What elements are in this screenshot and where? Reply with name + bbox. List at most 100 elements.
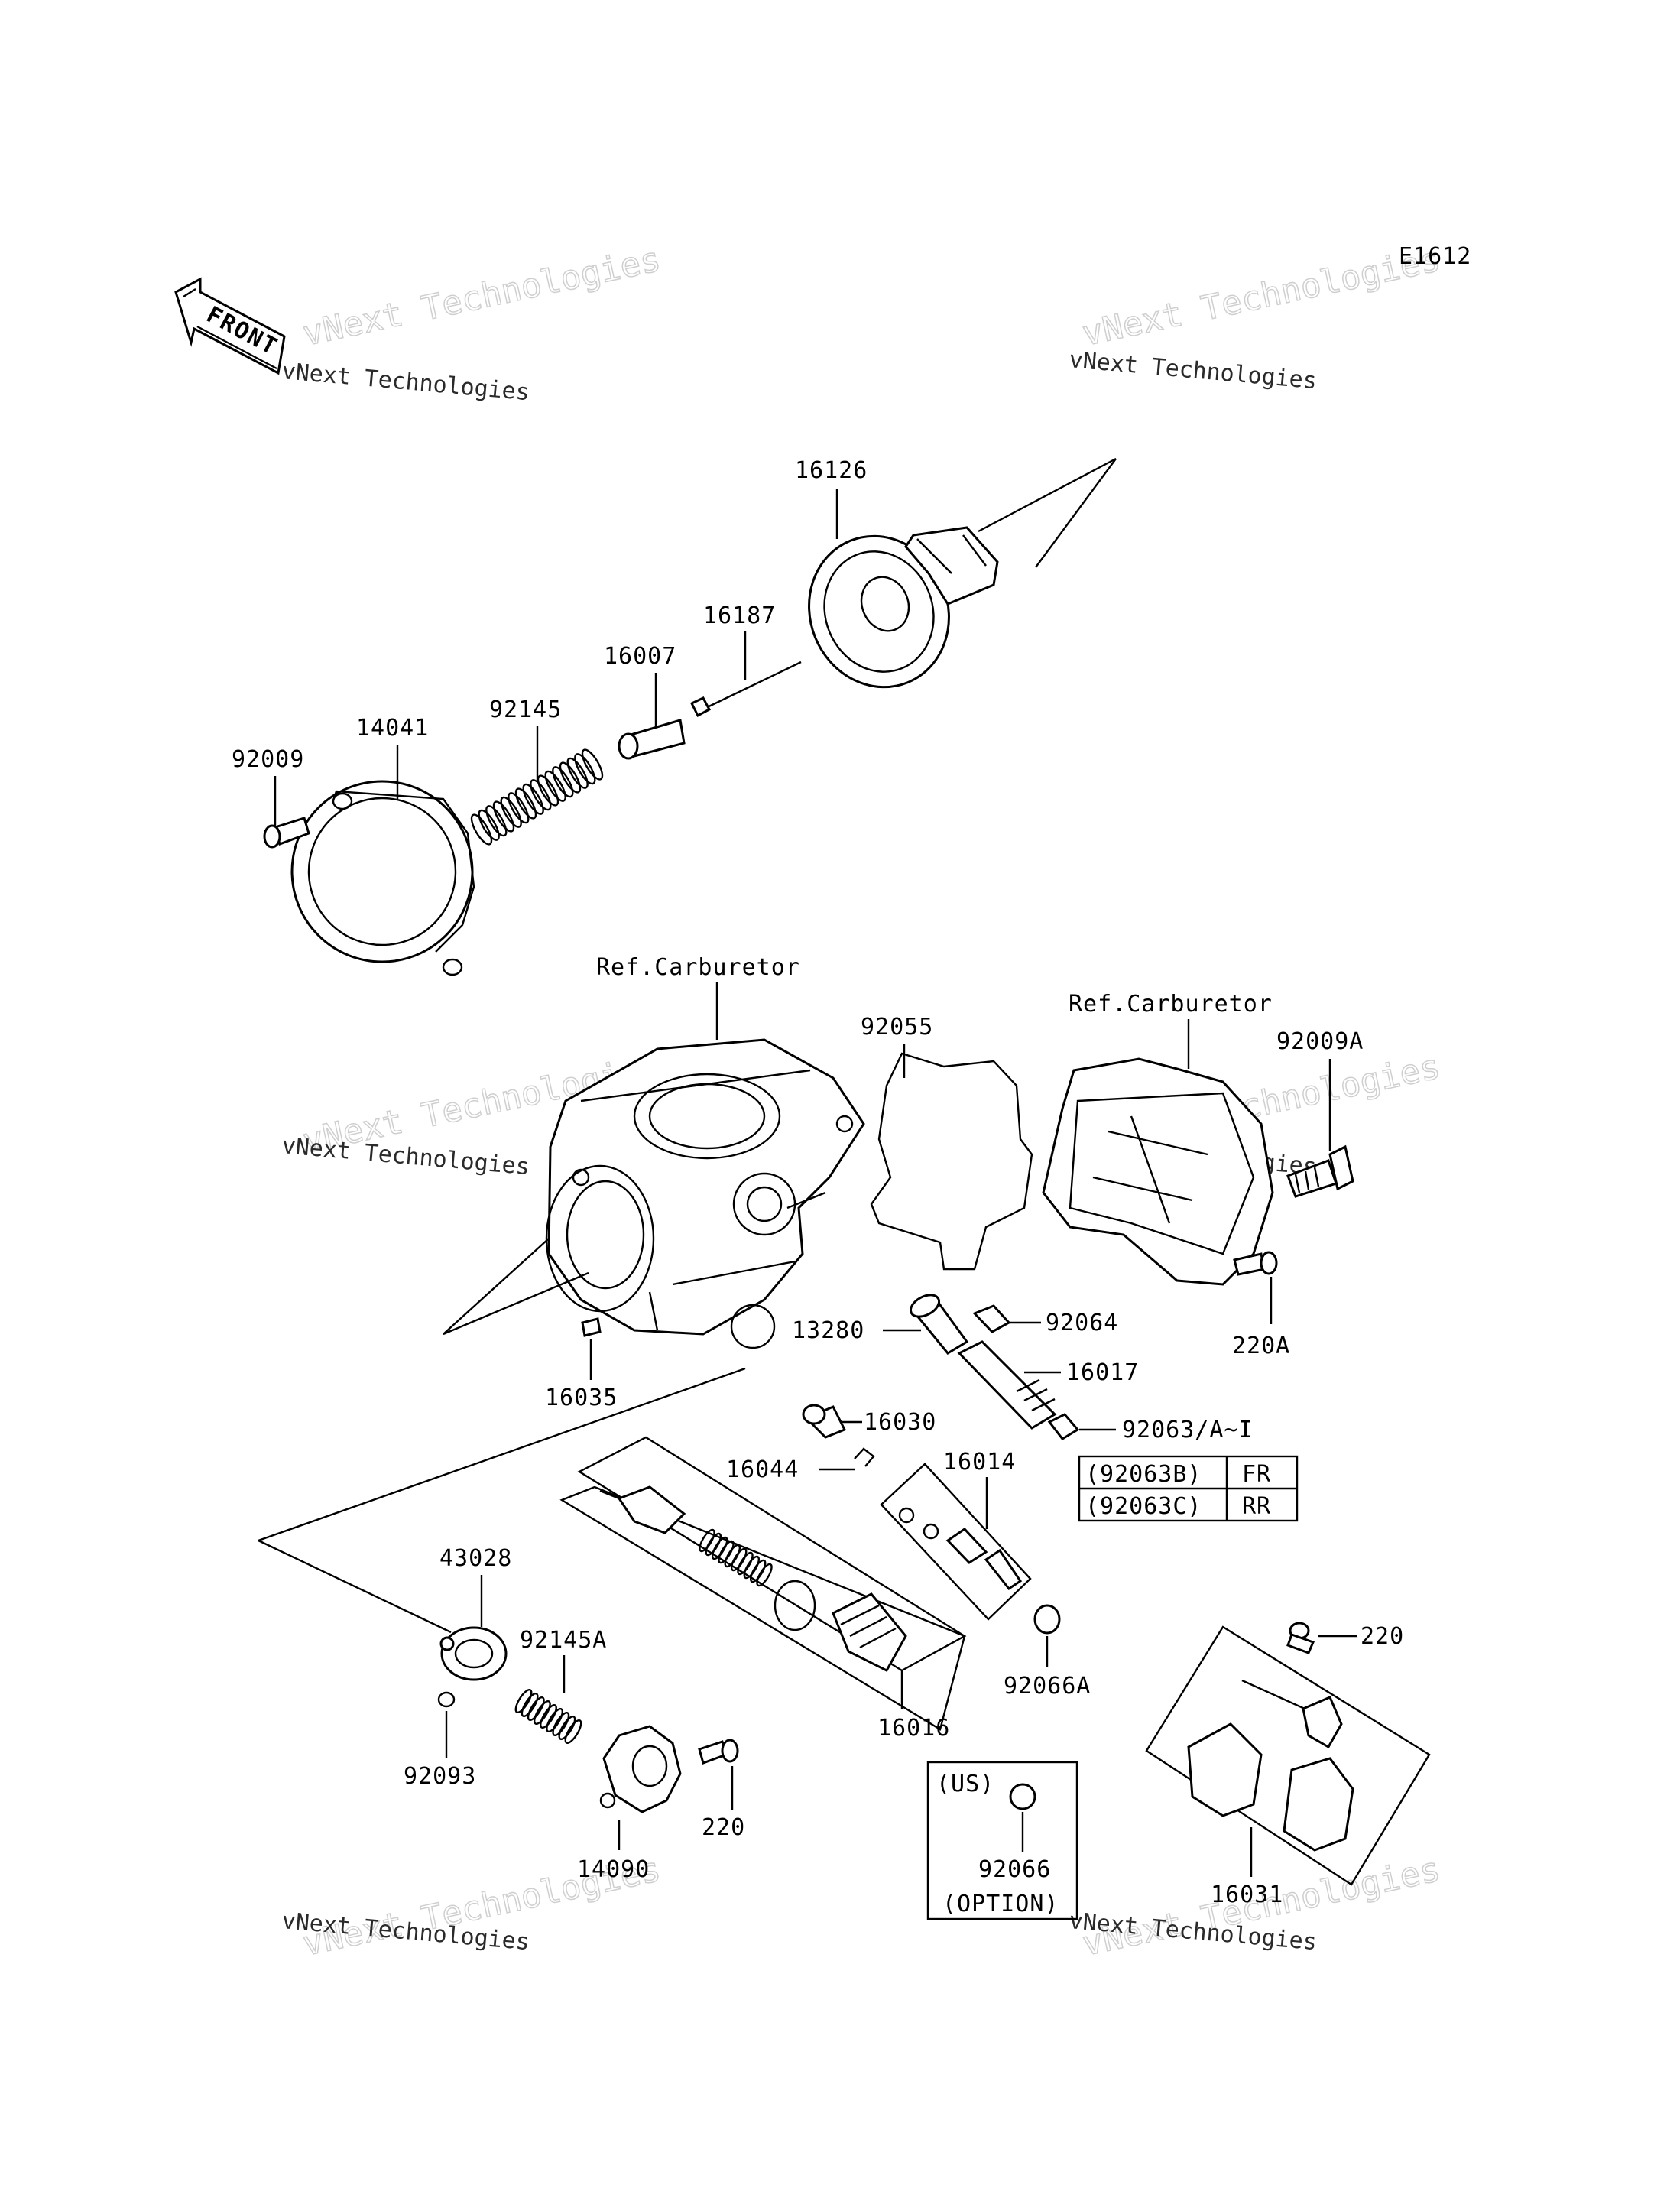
label-92145A: 92145A bbox=[520, 1627, 607, 1654]
spring-coil bbox=[514, 1688, 533, 1714]
label-92063: 92063/A~I bbox=[1122, 1417, 1254, 1443]
part-16035-screw bbox=[581, 1317, 602, 1337]
part-92063-main-jet bbox=[1047, 1413, 1080, 1440]
spring-coil bbox=[546, 1707, 564, 1733]
spring-coil bbox=[537, 774, 559, 807]
spring-coil bbox=[530, 779, 552, 811]
watermark-top-right: vNext Technologies vNext Technologies bbox=[1068, 239, 1444, 394]
label-16016: 16016 bbox=[877, 1715, 950, 1742]
spring-coil bbox=[514, 787, 537, 820]
spring-coil bbox=[508, 792, 530, 824]
spring-coil bbox=[540, 1703, 557, 1729]
part-14041-chamber-cover bbox=[290, 780, 475, 976]
part-14090-accel-cover bbox=[599, 1725, 682, 1813]
part-92009-screw bbox=[263, 817, 310, 849]
part-16031-float-group bbox=[1145, 1625, 1431, 1886]
label-14041: 14041 bbox=[356, 715, 429, 742]
label-92064: 92064 bbox=[1046, 1310, 1118, 1336]
part-16030-plug bbox=[802, 1404, 847, 1439]
spring-coil bbox=[756, 1563, 773, 1587]
option-box: (US) 92066 (OPTION) bbox=[926, 1761, 1078, 1920]
label-43028: 43028 bbox=[439, 1545, 512, 1572]
spring-coil bbox=[500, 796, 522, 828]
label-16030: 16030 bbox=[864, 1409, 936, 1436]
spring-coil bbox=[749, 1559, 767, 1583]
spring-coil bbox=[711, 1536, 728, 1560]
carburetor-cover-right bbox=[1042, 1057, 1274, 1286]
label-16126: 16126 bbox=[795, 457, 868, 484]
part-16014-pilot-screw-group bbox=[880, 1463, 1032, 1621]
spring-coil bbox=[566, 757, 589, 789]
spring-coil bbox=[737, 1551, 754, 1576]
spring-coil bbox=[743, 1555, 761, 1580]
part-16126-vacuum-piston bbox=[808, 526, 999, 689]
front-arrow-icon: FRONT bbox=[174, 277, 286, 375]
part-92145-spring bbox=[470, 748, 604, 846]
part-16044-clip bbox=[854, 1447, 875, 1467]
label-92145: 92145 bbox=[489, 696, 562, 723]
spring-coil bbox=[485, 805, 508, 837]
label-13280: 13280 bbox=[792, 1317, 864, 1344]
watermark-small: vNext Technologies bbox=[1068, 346, 1318, 394]
label-220-b: 220 bbox=[1361, 1623, 1404, 1650]
spring-coil bbox=[705, 1532, 722, 1557]
label-16017: 16017 bbox=[1066, 1359, 1139, 1386]
carburetor-body-left bbox=[545, 1038, 865, 1349]
spring-coil bbox=[558, 1715, 576, 1741]
spring-coil bbox=[730, 1547, 748, 1572]
part-16016-starter-group bbox=[559, 1436, 967, 1731]
part-92055-gasket bbox=[870, 1052, 1033, 1271]
spring-coil bbox=[718, 1540, 735, 1564]
label-92093: 92093 bbox=[404, 1763, 476, 1790]
label-220A: 220A bbox=[1232, 1333, 1290, 1359]
label-16187: 16187 bbox=[703, 602, 776, 629]
spring-coil bbox=[559, 761, 582, 794]
label-16007: 16007 bbox=[604, 643, 676, 670]
label-92066A: 92066A bbox=[1004, 1673, 1091, 1700]
label-220-a: 220 bbox=[702, 1814, 745, 1841]
diagram-code: E1612 bbox=[1399, 243, 1471, 270]
label-92009A: 92009A bbox=[1276, 1028, 1364, 1055]
part-16017-emulsion-tube bbox=[957, 1340, 1057, 1430]
part-220-screw-a bbox=[698, 1739, 739, 1765]
spring-coil bbox=[574, 753, 596, 785]
part-92066A-plug bbox=[1033, 1604, 1061, 1635]
part-43028-accel-diaphragm bbox=[439, 1626, 508, 1681]
watermark-small: vNext Technologies bbox=[281, 358, 530, 406]
part-92093-o-ring bbox=[437, 1691, 456, 1708]
spring-coil bbox=[724, 1544, 741, 1568]
part-16007-needle-holder bbox=[618, 719, 686, 760]
spring-coil bbox=[552, 1711, 570, 1737]
variant-pos-rr: RR bbox=[1242, 1493, 1271, 1520]
ref-carburetor-left: Ref.Carburetor bbox=[596, 954, 800, 981]
spring-coil bbox=[522, 783, 544, 815]
part-13280-needle-jet bbox=[909, 1294, 969, 1355]
label-14090: 14090 bbox=[577, 1856, 650, 1883]
label-16035: 16035 bbox=[545, 1385, 618, 1411]
spring-coil bbox=[564, 1719, 582, 1745]
spring-coil bbox=[533, 1700, 551, 1726]
spring-coil bbox=[552, 766, 574, 798]
watermark-big: vNext Technologies bbox=[300, 240, 664, 354]
part-220A-screw bbox=[1233, 1251, 1278, 1276]
spring-coil bbox=[699, 1528, 715, 1553]
part-92009A-screw bbox=[1286, 1144, 1354, 1198]
label-16044: 16044 bbox=[726, 1456, 799, 1483]
label-92009: 92009 bbox=[232, 746, 304, 773]
spring-coil bbox=[544, 770, 566, 802]
part-92064-jet bbox=[972, 1304, 1011, 1333]
spring-coil bbox=[581, 748, 604, 781]
label-16014: 16014 bbox=[943, 1449, 1016, 1476]
part-220-screw-b bbox=[1286, 1622, 1315, 1654]
variant-table: (92063B) FR (92063C) RR bbox=[1078, 1455, 1299, 1522]
label-16031: 16031 bbox=[1211, 1881, 1283, 1908]
ref-carburetor-right: Ref.Carburetor bbox=[1069, 991, 1273, 1018]
variant-part-rr: (92063C) bbox=[1085, 1493, 1202, 1520]
watermark-top-left: vNext Technologies vNext Technologies bbox=[281, 239, 664, 406]
spring-coil bbox=[527, 1696, 545, 1722]
spring-coil bbox=[492, 800, 515, 833]
part-92145A-spring bbox=[514, 1688, 582, 1745]
option-region: (US) bbox=[936, 1771, 994, 1797]
label-92055: 92055 bbox=[861, 1014, 933, 1041]
